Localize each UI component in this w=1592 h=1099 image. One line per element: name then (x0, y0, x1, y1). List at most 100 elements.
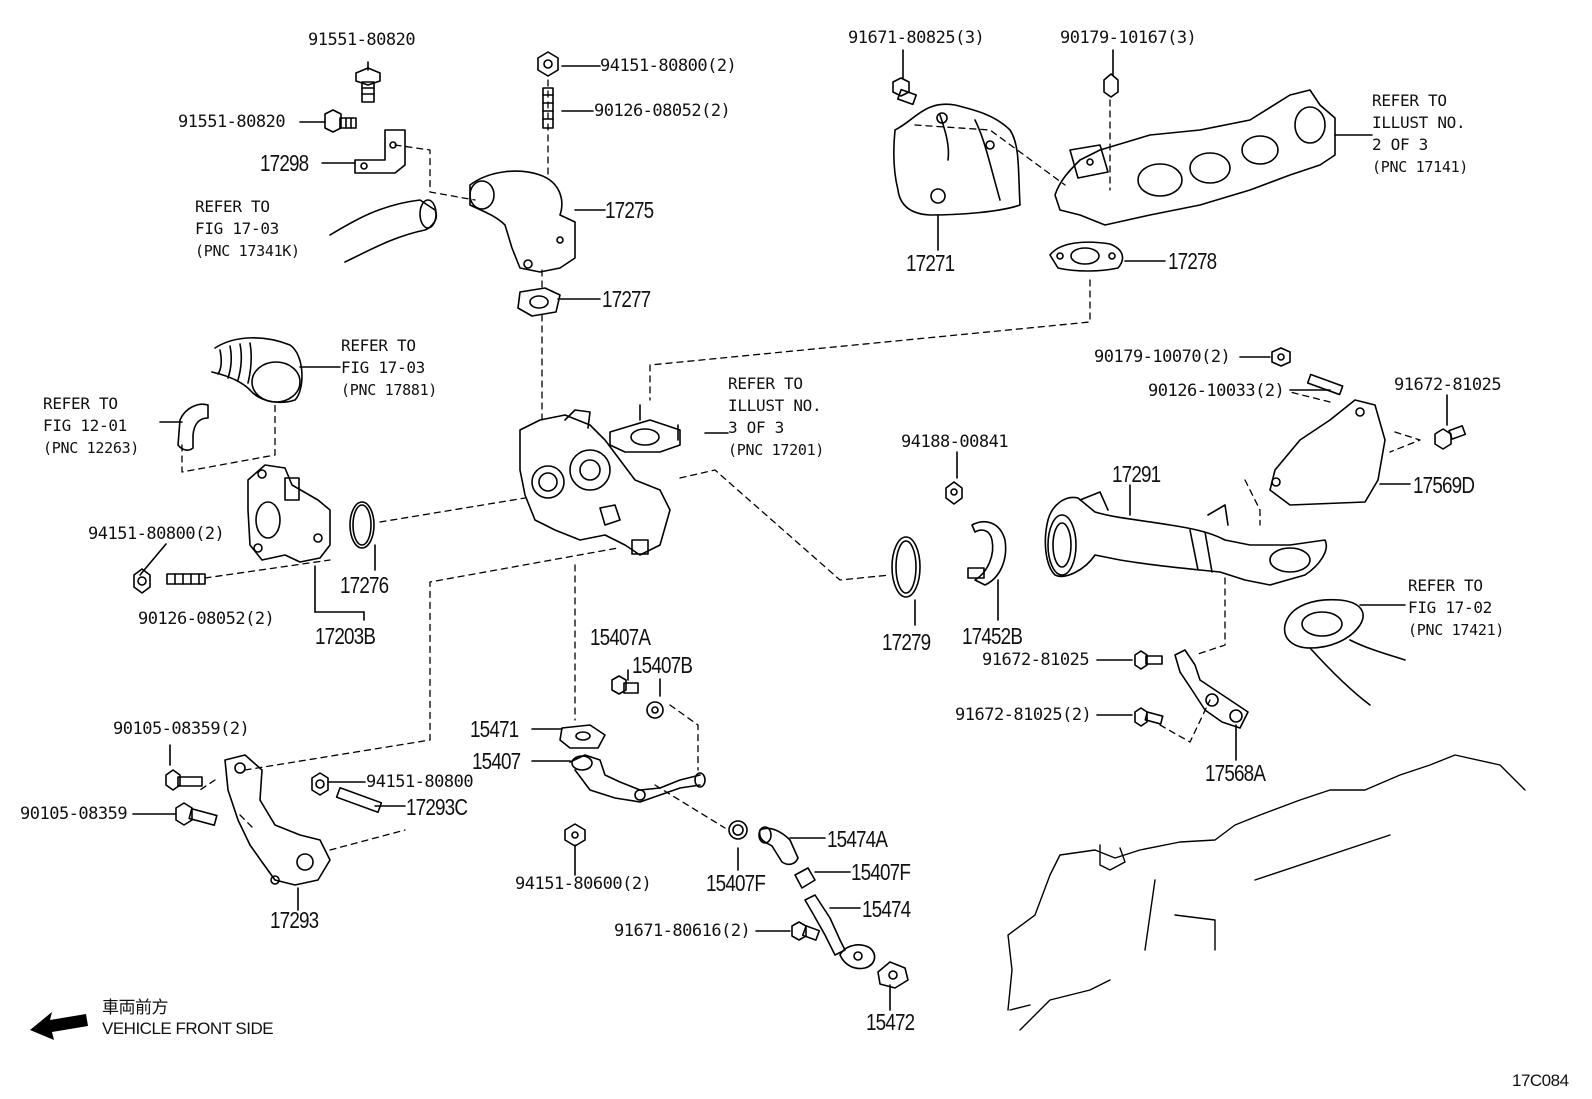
assembly-lines (181, 79, 1421, 851)
bolt-91551-left (324, 109, 357, 133)
label-15474a: 15474A (827, 826, 888, 852)
pipe-15474 (804, 894, 846, 956)
nut-94151-top (537, 51, 559, 77)
label-17291: 17291 (1112, 461, 1161, 487)
insulator-17271 (892, 103, 1021, 216)
label-17203b: 17203B (315, 623, 376, 649)
label-91551-left: 91551-80820 (178, 112, 286, 132)
label-90179-10167-3: 90179-10167(3) (1060, 28, 1197, 48)
stud-90126-top (542, 87, 554, 129)
label-91672-81025-mid: 91672-81025 (982, 650, 1090, 670)
label-90105-08359-2: 90105-08359(2) (113, 719, 250, 739)
left-arrow-icon (30, 1012, 88, 1040)
hose-12263 (177, 403, 209, 451)
stud-90126-right (1306, 373, 1344, 396)
outlet-pipe-17275 (469, 170, 576, 273)
clamp-17452b (967, 521, 1007, 586)
air-inlet-17203b (247, 464, 331, 563)
gasket-17277 (517, 287, 561, 317)
label-15407a: 15407A (590, 624, 651, 650)
clip-15407f-a (728, 820, 748, 840)
gasket-15472 (877, 961, 909, 989)
label-90105-08359: 90105-08359 (20, 804, 128, 824)
flange-15474 (839, 944, 876, 970)
legend-vehicle-front-side: VEHICLE FRONT SIDE (102, 1019, 274, 1038)
turbocharger (519, 404, 681, 556)
label-15407: 15407 (472, 748, 521, 774)
refer-illust-3-of-3: REFER TO ILLUST NO. 3 OF 3 (PNC 17201) (728, 374, 825, 459)
bolt-15407a (611, 675, 639, 695)
label-17276: 17276 (340, 572, 389, 598)
oil-pipe-15407 (569, 754, 706, 803)
nut-94151-80600 (564, 823, 586, 847)
bolt-91672-low (1134, 707, 1164, 727)
label-17279: 17279 (882, 629, 931, 655)
label-94151-80800-bottom: 94151-80800 (366, 772, 474, 792)
label-90179-10070-2: 90179-10070(2) (1094, 347, 1231, 367)
refer-fig-17-02: REFER TO FIG 17-02 (PNC 17421) (1408, 576, 1505, 639)
label-17293: 17293 (270, 907, 319, 933)
nut-94188 (945, 481, 963, 505)
exhaust-flange-17421 (1283, 598, 1406, 706)
nut-90179-right (1271, 347, 1291, 367)
label-17568a: 17568A (1205, 760, 1266, 786)
gasket-15471 (559, 724, 606, 749)
exhaust-pipe-17291 (1044, 491, 1327, 586)
clip-15407f-b (794, 867, 816, 889)
label-17569d: 17569D (1413, 472, 1475, 498)
refer-fig-17-03-hose: REFER TO FIG 17-03 (PNC 17341K) (195, 197, 300, 260)
label-91672-81025-top: 91672-81025 (1394, 375, 1502, 395)
nut-94151-bottom (311, 772, 329, 796)
label-17293c: 17293C (406, 794, 468, 820)
hose-15474a (758, 826, 799, 866)
label-15407f-a: 15407F (706, 870, 766, 896)
label-90126-10033-2: 90126-10033(2) (1148, 381, 1285, 401)
label-17298: 17298 (260, 150, 309, 176)
label-17271: 17271 (906, 250, 955, 276)
label-17278: 17278 (1168, 248, 1217, 274)
label-15407f-b: 15407F (851, 859, 911, 885)
nut-90179-top (1103, 73, 1119, 98)
refer-fig-12-01: REFER TO FIG 12-01 (PNC 12263) (43, 394, 140, 457)
refer-illust-2-of-3: REFER TO ILLUST NO. 2 OF 3 (PNC 17141) (1372, 91, 1469, 176)
label-94151-80600-2: 94151-80600(2) (515, 874, 652, 894)
label-17452b: 17452B (962, 623, 1023, 649)
bolt-91551-top (355, 67, 381, 103)
label-94188-00841: 94188-00841 (901, 432, 1009, 452)
label-15471: 15471 (470, 716, 519, 742)
label-91671-80616-2: 91671-80616(2) (614, 921, 751, 941)
gasket-17279 (891, 536, 921, 598)
diagram-code: 17C084 (1512, 1071, 1569, 1090)
bolt-90105-a (165, 769, 203, 791)
stud-17293c (335, 786, 383, 814)
bracket-17298 (354, 129, 406, 174)
o-ring-17276 (349, 501, 375, 549)
label-90126-08052-2-top: 90126-08052(2) (594, 101, 731, 121)
bracket-17569d (1269, 399, 1386, 506)
hose-17341k (329, 199, 438, 263)
label-90126-08052-2-left: 90126-08052(2) (138, 609, 275, 629)
label-94151-80800-2-left: 94151-80800(2) (88, 524, 225, 544)
bolt-91672-top (1434, 425, 1467, 450)
bolt-91671 (892, 77, 918, 106)
label-15474: 15474 (862, 896, 911, 922)
label-91671-80825-3: 91671-80825(3) (848, 28, 985, 48)
bracket-17293 (224, 754, 331, 886)
label-17277: 17277 (602, 286, 651, 312)
label-15407b: 15407B (632, 652, 693, 678)
label-91672-81025-2: 91672-81025(2) (955, 705, 1092, 725)
bolt-91672-mid (1134, 650, 1163, 670)
gasket-15407b (646, 701, 664, 719)
label-94151-80800-2-top: 94151-80800(2) (600, 56, 737, 76)
label-17275: 17275 (605, 197, 654, 223)
legend-japanese: 車両前方 (102, 998, 169, 1017)
leader-lines (132, 49, 1448, 1011)
bolt-91671-80616 (791, 921, 821, 941)
bolt-90105-b (175, 802, 218, 826)
intake-hose-17881 (211, 337, 303, 404)
gasket-17278 (1049, 241, 1124, 272)
engine-block (1007, 754, 1526, 1031)
stud-90126-left (166, 573, 206, 585)
